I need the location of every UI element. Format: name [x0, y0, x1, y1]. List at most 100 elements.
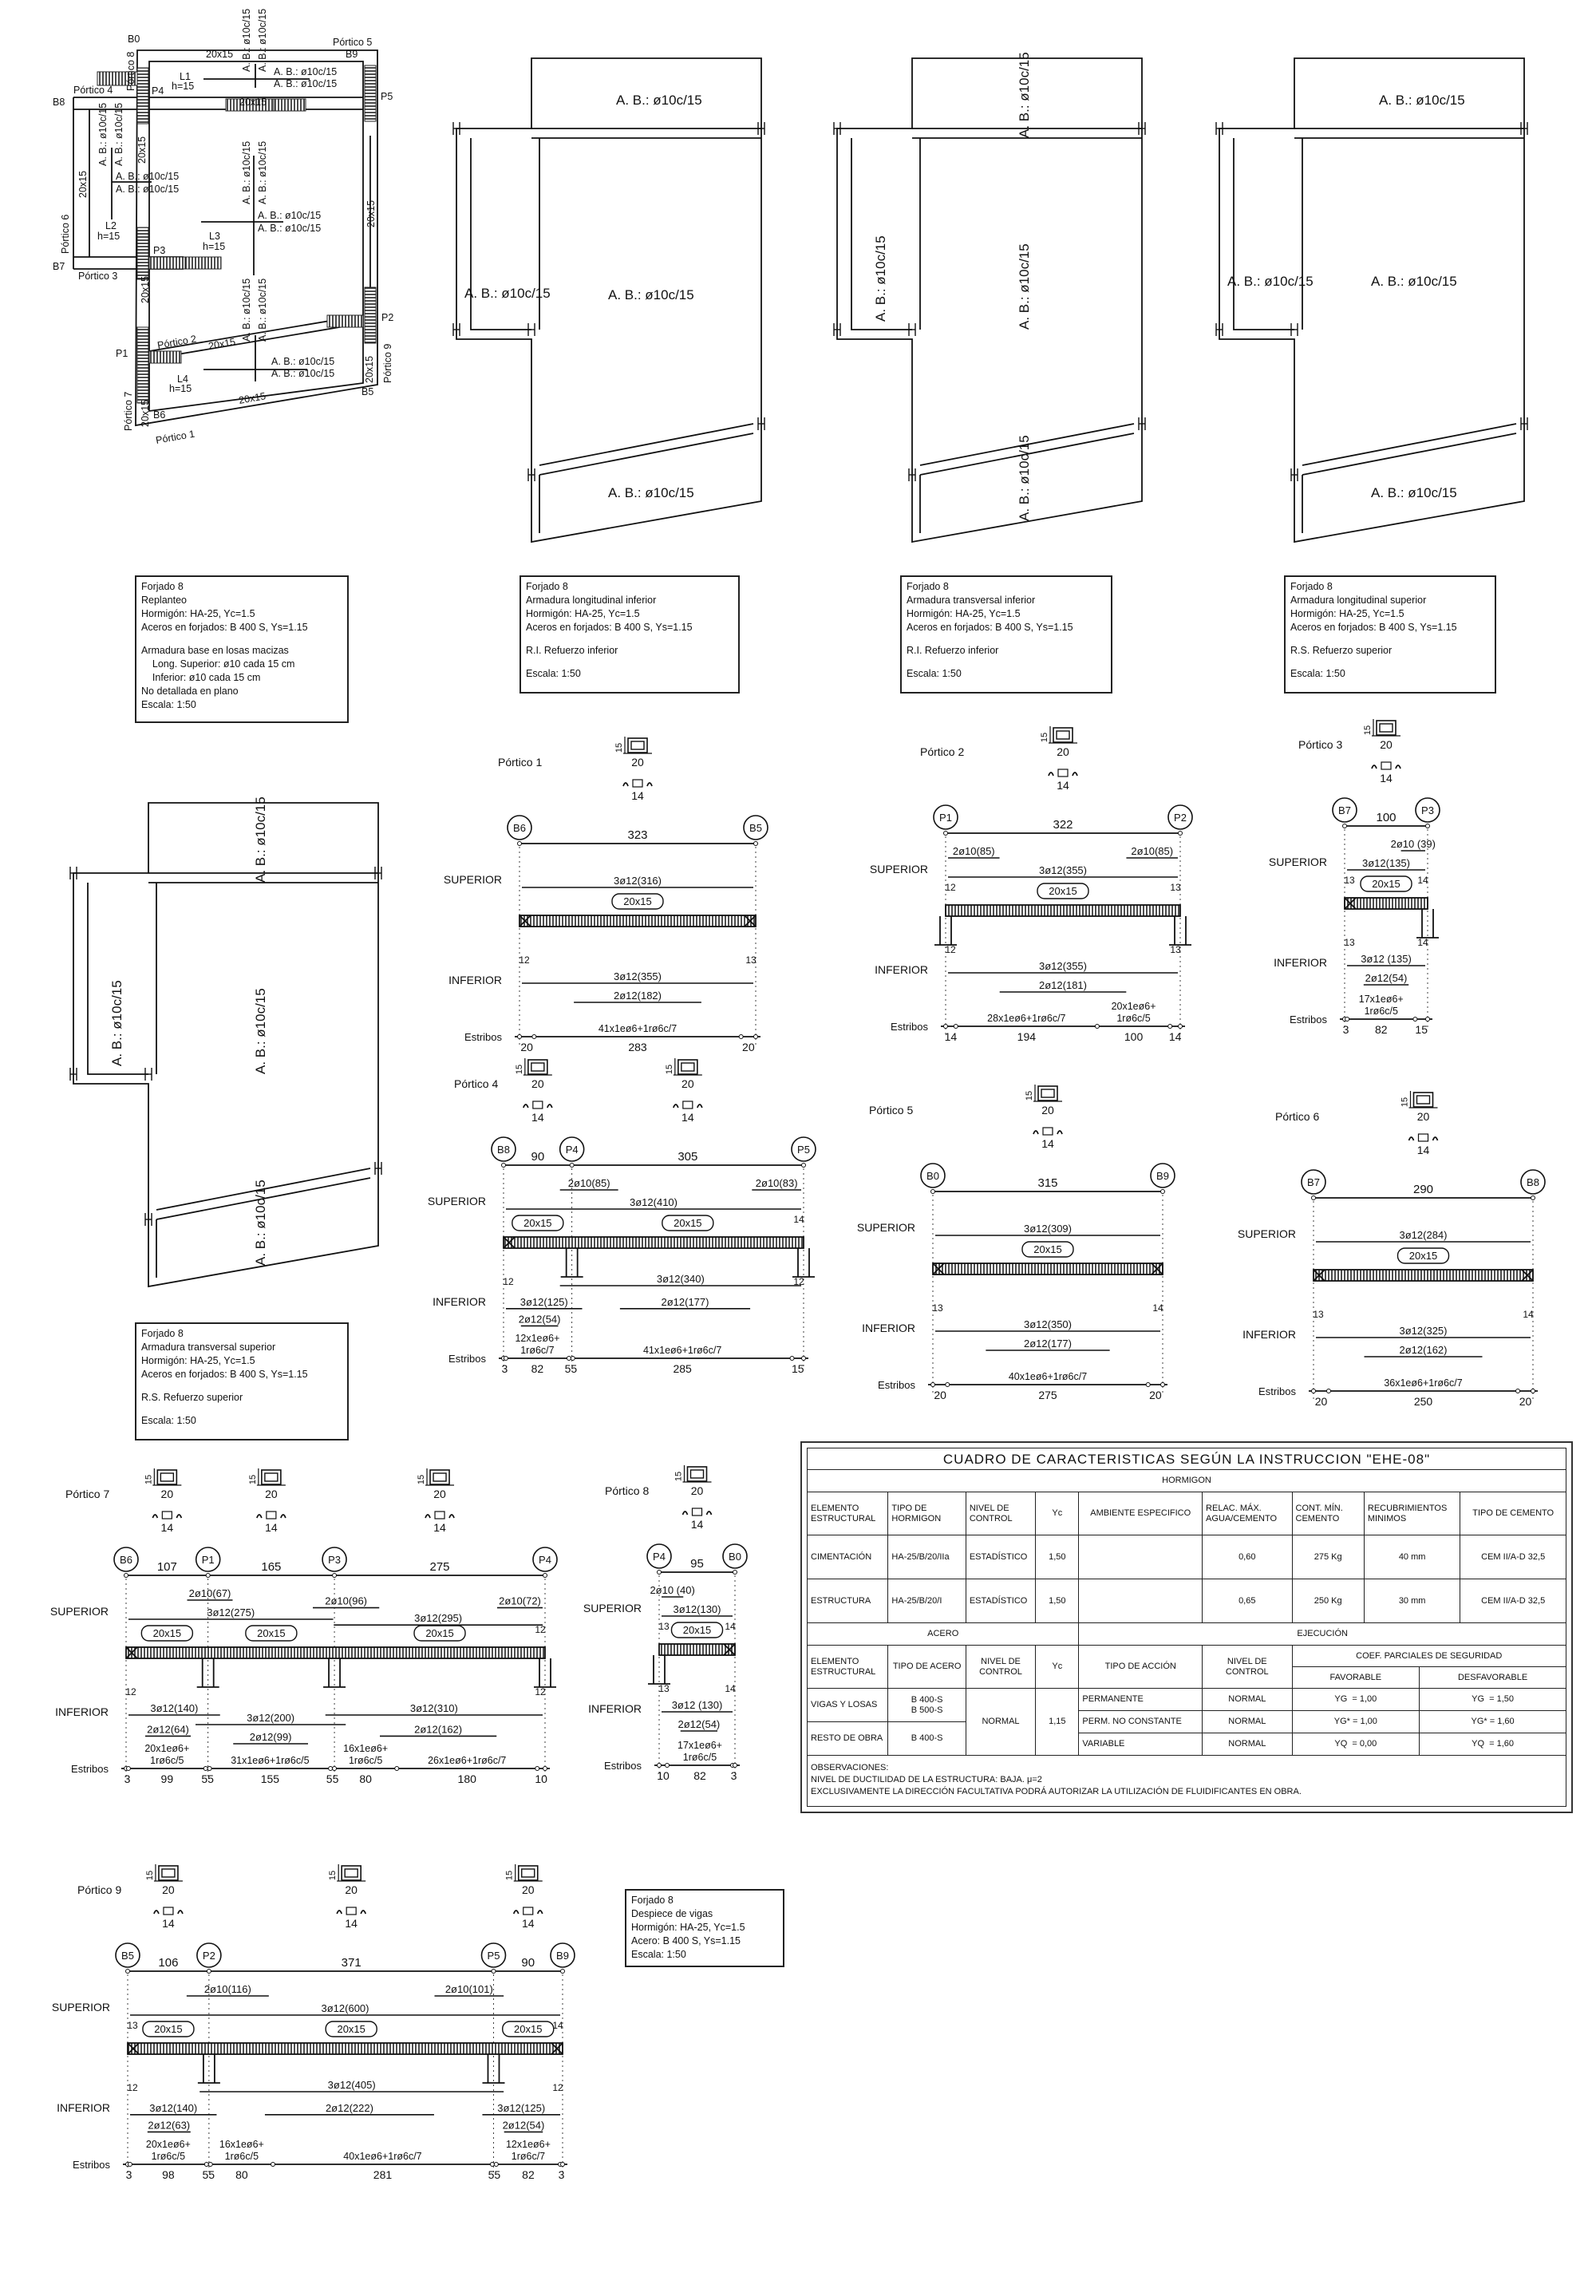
stirrup-zone-length: 20	[934, 1389, 946, 1401]
cell: VARIABLE	[1078, 1733, 1203, 1756]
beam-size-tag-outline	[413, 1625, 466, 1642]
note-line: Escala: 1:50	[526, 668, 581, 679]
bottom-rebar-label: 3ø12(350)	[1024, 1318, 1072, 1330]
anchor-length: 13	[932, 1302, 943, 1314]
stirrup-length: 14	[631, 789, 644, 802]
dimension-node	[332, 1766, 338, 1771]
section-outline	[156, 1469, 178, 1485]
anchor-length: 12	[793, 1276, 804, 1287]
stirrup-spec: 17x1eø6+	[1359, 994, 1404, 1005]
col-header: NIVEL DE CONTROL	[965, 1492, 1037, 1535]
superior-label: SUPERIOR	[583, 1602, 642, 1614]
stirrup-zone-length: 82	[522, 2168, 535, 2181]
dimension-node	[930, 1189, 935, 1194]
col-header: AMBIENTE ESPECIFICO	[1078, 1492, 1203, 1535]
stirrup-shape-icon	[1057, 769, 1069, 777]
dimension-node	[569, 1163, 575, 1168]
stirrup-zone-length: 20	[742, 1041, 755, 1053]
estribos-label: Estribos	[891, 1021, 928, 1033]
support-marker	[722, 1543, 748, 1569]
beam-size-tag-outline	[1396, 1247, 1450, 1264]
stirrup-shape-icon	[1042, 1127, 1053, 1136]
col-header: TIPO DE CEMENTO	[1460, 1492, 1566, 1535]
stirrup-zone-length: 55	[201, 1772, 214, 1785]
rebar-hatch	[136, 67, 149, 124]
stirrup-spec: 16x1eø6+	[343, 1743, 388, 1754]
stirrup-spec: 1rø6c/5	[152, 2151, 185, 2162]
plan-label: L4	[177, 373, 188, 385]
column-stub	[482, 2054, 505, 2084]
reinforcement-label: A. B.: ø10c/15	[253, 988, 268, 1074]
plan-label: P3	[153, 245, 165, 256]
note-line: Escala: 1:50	[141, 699, 196, 710]
dimension-node	[328, 1766, 334, 1771]
section-stirrup	[1416, 1095, 1431, 1105]
plan-label: A. B.: ø10c/15	[241, 9, 252, 72]
anchor-length: 12	[127, 2082, 138, 2093]
stirrup-shape-icon	[532, 1101, 543, 1109]
beam-elevation	[945, 904, 1181, 917]
portico-title: Pórtico 7	[65, 1488, 109, 1500]
section-height: 15	[1040, 733, 1049, 742]
cell: 1,15	[1035, 1688, 1080, 1756]
inferior-label: INFERIOR	[875, 963, 928, 976]
note-line: Escala: 1:50	[907, 668, 962, 679]
section-stirrup	[160, 1472, 175, 1482]
stirrup-length: 14	[531, 1111, 544, 1124]
slab-inner-outline	[148, 61, 364, 413]
dimension-node	[1311, 1389, 1316, 1393]
plan-label: 20x15	[365, 200, 377, 227]
plan-label: P2	[381, 312, 393, 323]
stirrup-length: 14	[1417, 1144, 1430, 1156]
bottom-rebar-label: 2ø12(54)	[519, 1313, 561, 1325]
cell: 250 Kg	[1291, 1579, 1365, 1623]
cell: 1,50	[1035, 1579, 1080, 1623]
dimension-node	[1531, 1389, 1535, 1393]
dimension-node	[491, 1969, 496, 1974]
stirrup-shape-icon	[434, 1511, 445, 1519]
support-label: P4	[539, 1554, 551, 1566]
cell: PERM. NO CONSTANTE	[1078, 1710, 1203, 1733]
note-line	[907, 634, 1106, 644]
plan-label: Pórtico 7	[123, 392, 134, 431]
dimension-node	[753, 1034, 758, 1039]
dimension-node	[124, 1573, 128, 1578]
note-line	[526, 634, 733, 644]
stirrup-hook-icon	[256, 1514, 286, 1519]
plan-label: A. B.: ø10c/15	[116, 171, 179, 182]
table-row: ESTRUCTURA HA-25/B/20/I ESTADÍSTICO 1,50…	[806, 1579, 1566, 1623]
span-length: 90	[531, 1150, 544, 1164]
portico-title: Pórtico 9	[77, 1883, 121, 1896]
note-line	[526, 658, 733, 667]
dimension-node	[535, 1766, 540, 1771]
section-height: 15	[665, 1065, 674, 1074]
support-label: P2	[1174, 812, 1187, 824]
section-outline	[1037, 1085, 1058, 1101]
observaciones-line: EXCLUSIVAMENTE LA DIRECCIÓN FACULTATIVA …	[811, 1787, 1302, 1796]
support-marker	[1415, 797, 1440, 823]
beam-elevation	[125, 1646, 546, 1659]
anchor-length: 13	[745, 954, 757, 966]
section-stirrup	[630, 741, 645, 750]
beam-size-tag-outline	[1360, 875, 1412, 892]
plan-label: 20x15	[77, 171, 89, 198]
section-width: 20	[265, 1488, 278, 1500]
slab-inner-lines	[87, 872, 378, 1075]
section-height: 15	[1400, 1097, 1410, 1107]
portico-title: Pórtico 1	[498, 756, 542, 769]
stirrup-spec: 1rø6c/5	[1116, 1013, 1150, 1024]
section-height: 15	[328, 1871, 338, 1880]
beam-size-tag-outline	[142, 2021, 195, 2037]
plan-label: 20x15	[238, 390, 267, 406]
section-stirrup	[1056, 730, 1070, 740]
note-line	[907, 658, 1106, 667]
section-height: 15	[417, 1475, 426, 1484]
stirrup-spec: 41x1eø6+1rø6c/7	[643, 1345, 721, 1356]
anchor-length: 13	[1313, 1309, 1324, 1320]
slab-bottom-band	[539, 423, 754, 533]
note-line: Forjado 8	[141, 1328, 184, 1339]
